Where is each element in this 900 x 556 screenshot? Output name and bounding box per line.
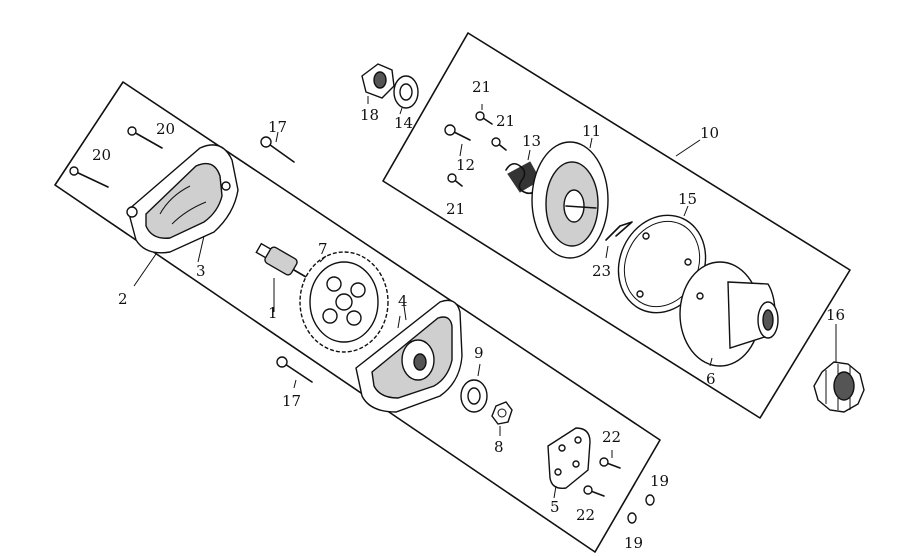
label-part-21-top: 21 bbox=[472, 78, 491, 96]
clip-part-23 bbox=[605, 221, 633, 259]
label-part-23: 23 bbox=[592, 262, 611, 280]
label-part-22-upper: 22 bbox=[602, 428, 621, 446]
screw-part-21-top bbox=[475, 104, 493, 125]
label-part-6: 6 bbox=[706, 370, 716, 388]
cover-part-3 bbox=[126, 144, 239, 254]
gear-part-7 bbox=[299, 251, 389, 353]
label-part-22-lower: 22 bbox=[576, 506, 595, 524]
pin-part-12 bbox=[444, 124, 471, 157]
washer-part-19 bbox=[627, 494, 655, 524]
flange-part-6 bbox=[679, 261, 779, 367]
label-part-2: 2 bbox=[118, 290, 128, 308]
label-part-5: 5 bbox=[550, 498, 560, 516]
label-part-12: 12 bbox=[456, 156, 475, 174]
label-part-15: 15 bbox=[678, 190, 697, 208]
bolt-part-20-left bbox=[69, 166, 109, 188]
label-part-14: 14 bbox=[394, 114, 413, 132]
label-part-11: 11 bbox=[582, 122, 601, 140]
screw-part-22-lower bbox=[583, 485, 605, 497]
bolt-part-17-top bbox=[260, 131, 295, 163]
left-assembly-frame bbox=[54, 81, 661, 553]
right-assembly-frame bbox=[382, 32, 851, 419]
clutch-housing-part-11 bbox=[531, 137, 609, 259]
label-part-4: 4 bbox=[398, 292, 408, 310]
bearing-part-18 bbox=[361, 63, 395, 104]
leader-part-10 bbox=[675, 139, 701, 157]
leader-part-3 bbox=[197, 235, 205, 263]
rotor-part-9 bbox=[460, 363, 488, 413]
leader-part-4 bbox=[403, 305, 407, 321]
label-part-8: 8 bbox=[494, 438, 504, 456]
label-part-16: 16 bbox=[826, 306, 845, 324]
label-part-10: 10 bbox=[700, 124, 719, 142]
label-part-19-right: 19 bbox=[650, 472, 669, 490]
plate-part-5 bbox=[547, 427, 591, 499]
label-part-17-top: 17 bbox=[268, 118, 287, 136]
label-part-21-low: 21 bbox=[446, 200, 465, 218]
washer-part-14 bbox=[393, 75, 419, 115]
screw-part-21-mid bbox=[491, 137, 507, 151]
pinion-part-16 bbox=[813, 324, 865, 413]
bolt-part-20-right bbox=[127, 126, 163, 149]
leader-part-2 bbox=[133, 253, 157, 287]
bolt-part-17-bottom bbox=[276, 356, 313, 389]
label-part-1: 1 bbox=[268, 304, 278, 322]
pump-body-part-4 bbox=[355, 299, 463, 413]
label-part-7: 7 bbox=[318, 240, 328, 258]
label-part-20-left: 20 bbox=[92, 146, 111, 164]
gasket-part-15 bbox=[617, 205, 707, 314]
nut-part-8 bbox=[491, 401, 513, 436]
label-part-20-right: 20 bbox=[156, 120, 175, 138]
label-part-13: 13 bbox=[522, 132, 541, 150]
spring-part-13 bbox=[505, 149, 541, 195]
label-part-18: 18 bbox=[360, 106, 379, 124]
label-part-21-mid: 21 bbox=[496, 112, 515, 130]
label-part-19-left: 19 bbox=[624, 534, 643, 552]
label-part-9: 9 bbox=[474, 344, 484, 362]
label-part-3: 3 bbox=[196, 262, 206, 280]
screw-part-21-low bbox=[447, 173, 463, 187]
label-part-17-bottom: 17 bbox=[282, 392, 301, 410]
screw-part-22-upper bbox=[599, 450, 621, 469]
